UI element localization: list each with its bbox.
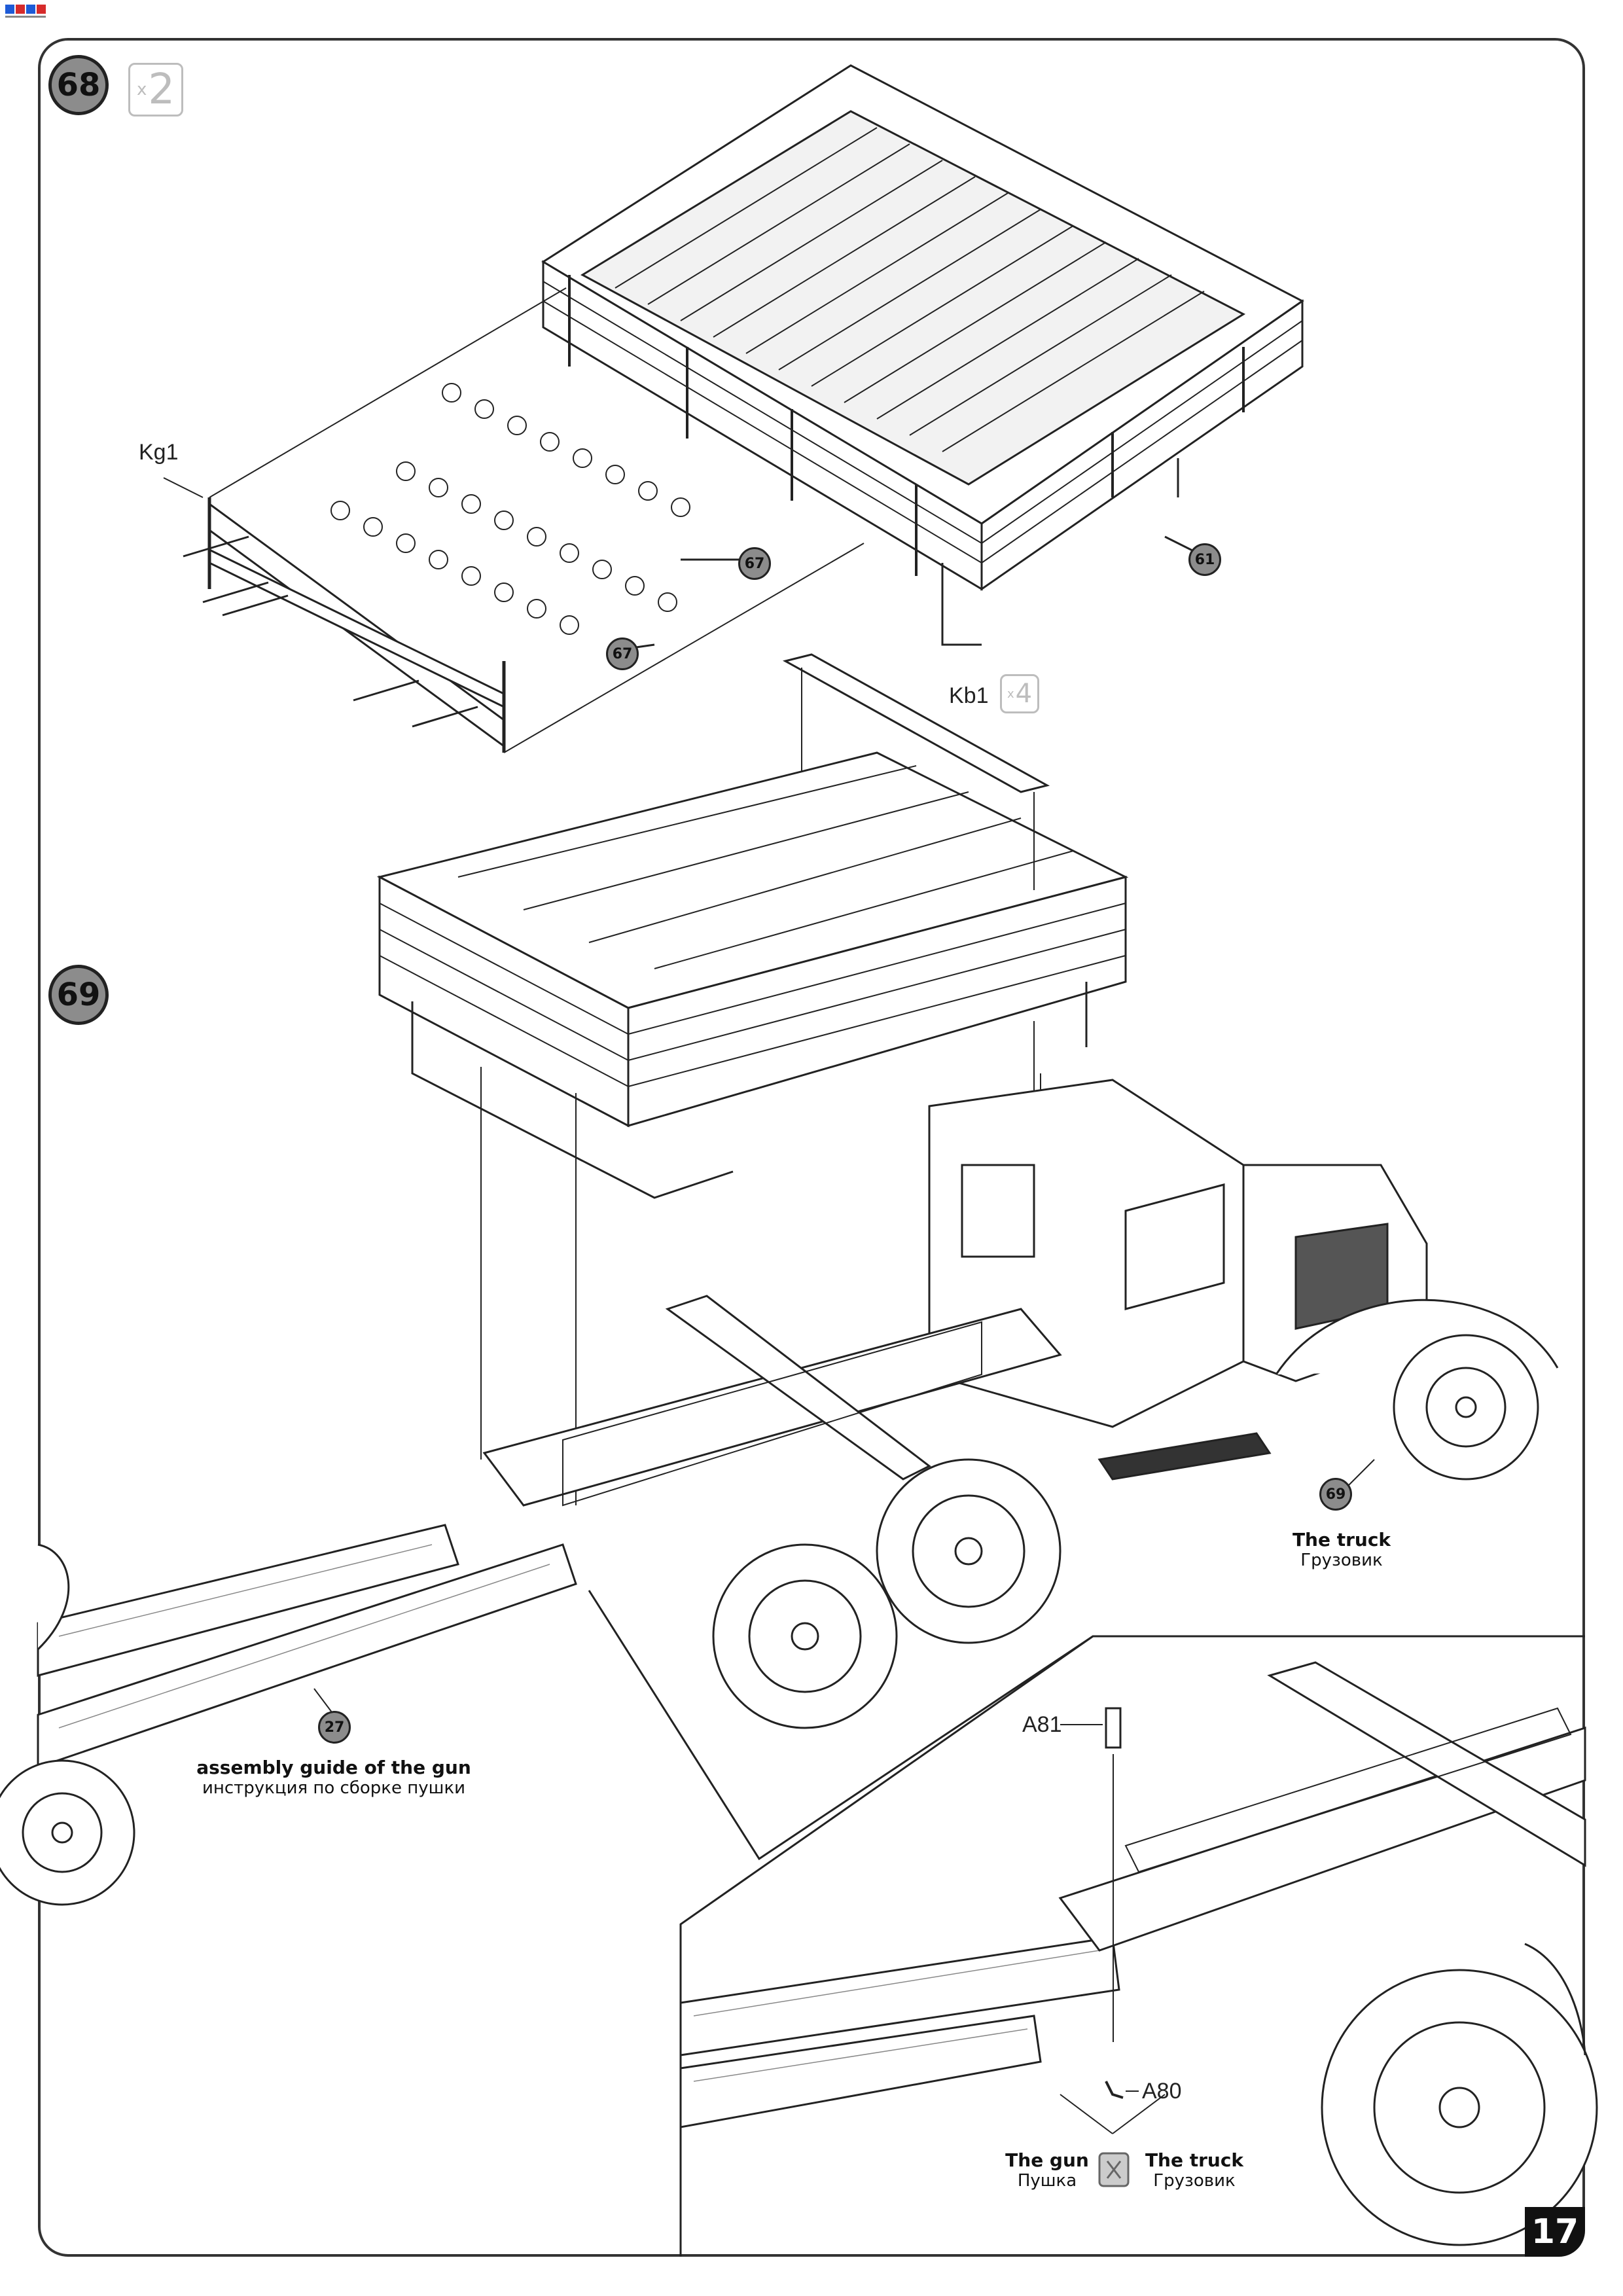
callout-67b: 67 — [606, 637, 639, 670]
part-label-a81: A81 — [1022, 1712, 1062, 1737]
caption-detail-gun: The gun Пушка — [995, 2149, 1099, 2191]
truck-bed-top — [541, 64, 1304, 646]
part-label-kb1: Kb1 — [949, 683, 989, 708]
caption-detail-gun-ru: Пушка — [1017, 2171, 1077, 2191]
multiplier-count: 2 — [148, 65, 175, 114]
multiplier-badge-x2: x 2 — [128, 63, 183, 117]
caption-truck-en: The truck — [1292, 1529, 1391, 1551]
callout-27: 27 — [318, 1711, 351, 1744]
gun-drawing — [0, 1524, 577, 1906]
caption-gun-guide-en: assembly guide of the gun — [196, 1757, 471, 1778]
arrows — [183, 535, 1205, 728]
brackets-67 — [330, 383, 690, 635]
brand-logo — [4, 3, 50, 20]
truck-drawing — [482, 1079, 1559, 1729]
caption-gun-guide: assembly guide of the gun инструкция по … — [196, 1757, 471, 1798]
step-number-69: 69 — [48, 965, 109, 1025]
step-number-68: 68 — [48, 55, 109, 115]
callout-67a: 67 — [738, 547, 771, 580]
part-label-a80: A80 — [1142, 2079, 1182, 2104]
part-label-kg1: Kg1 — [139, 440, 179, 465]
caption-truck: The truck Грузовик — [1270, 1529, 1414, 1570]
multiplier-x: x — [1007, 687, 1014, 701]
callout-61: 61 — [1188, 543, 1221, 576]
page-number: 17 — [1525, 2207, 1585, 2257]
multiplier-x: x — [136, 80, 147, 99]
caption-detail-truck-ru: Грузовик — [1153, 2171, 1236, 2191]
caption-detail-truck-en: The truck — [1145, 2149, 1244, 2171]
multiplier-badge-x4: x 4 — [1000, 674, 1039, 713]
kg1-rail — [163, 287, 865, 753]
detail-inset — [588, 1590, 1598, 2257]
multiplier-count: 4 — [1015, 679, 1033, 709]
callout-69: 69 — [1319, 1478, 1352, 1511]
caption-detail-gun-en: The gun — [1005, 2149, 1089, 2171]
caption-truck-ru: Грузовик — [1300, 1551, 1383, 1570]
truck-bed-assembled — [376, 653, 1129, 1505]
caption-detail-truck: The truck Грузовик — [1139, 2149, 1250, 2191]
caption-gun-guide-ru: инструкция по сборке пушки — [202, 1778, 466, 1798]
